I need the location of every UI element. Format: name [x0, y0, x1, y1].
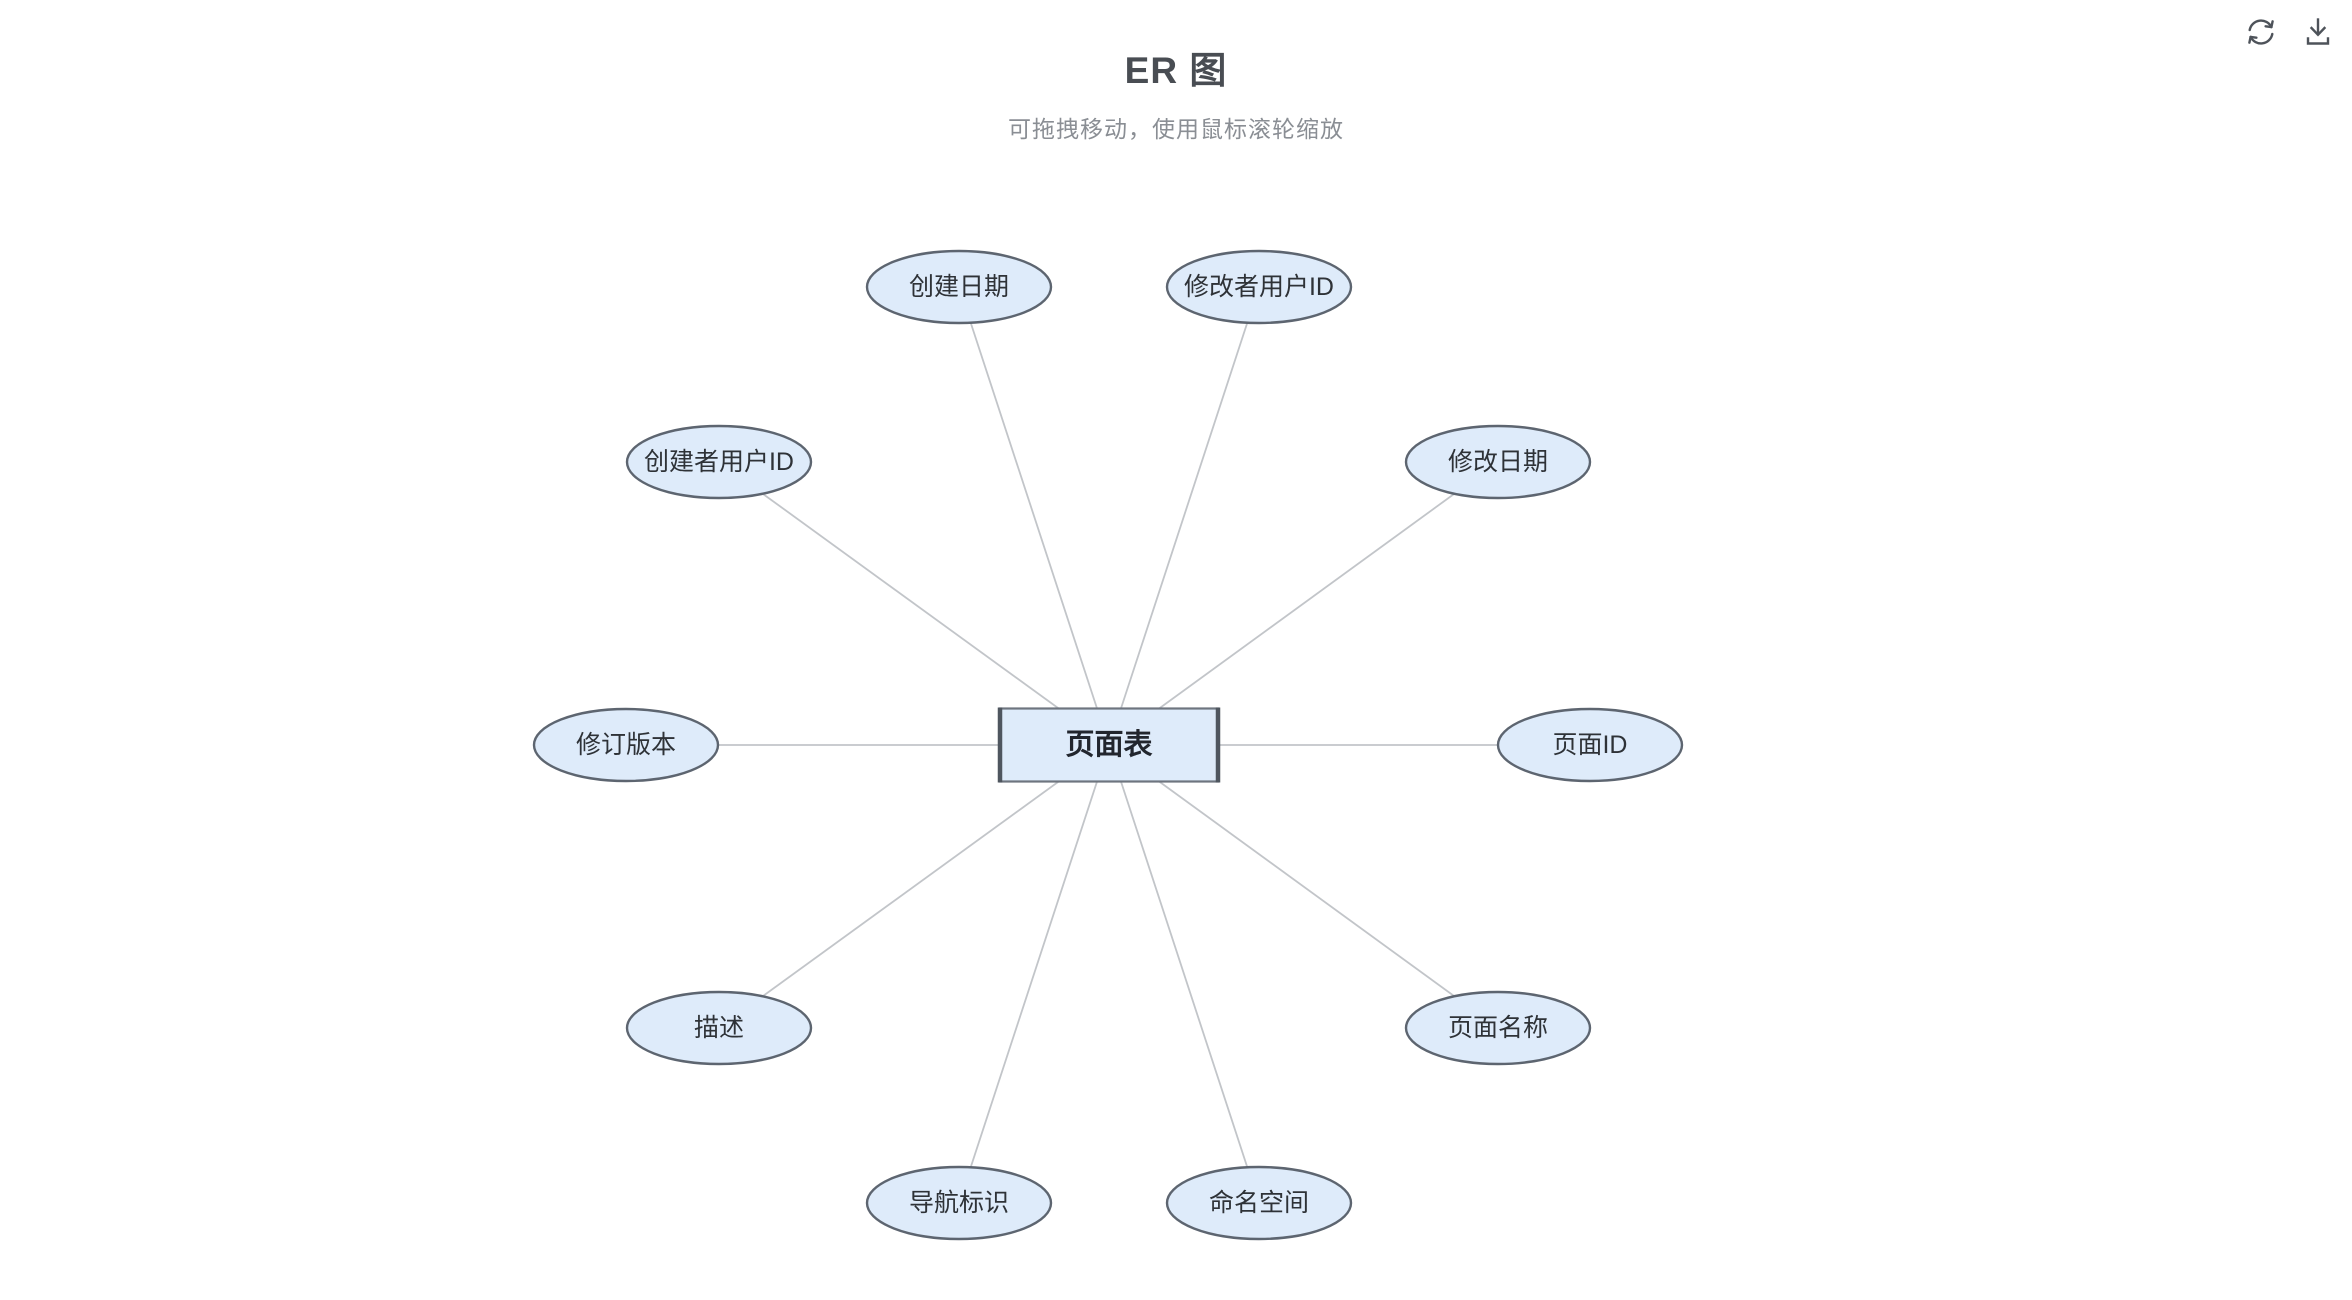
er-edge	[1108, 461, 1499, 746]
er-edge	[1108, 744, 1499, 1029]
er-edge	[1108, 286, 1260, 746]
er-attribute-label: 描述	[694, 1014, 744, 1042]
er-attribute-node[interactable]: 描述	[625, 990, 813, 1066]
er-edge	[958, 286, 1110, 746]
er-attribute-node[interactable]: 页面名称	[1404, 990, 1592, 1066]
er-attribute-label: 修改者用户ID	[1184, 273, 1334, 301]
er-attribute-label: 命名空间	[1209, 1189, 1309, 1217]
er-attribute-ellipse[interactable]	[865, 249, 1053, 325]
er-attribute-label: 页面ID	[1552, 731, 1627, 759]
er-edge	[718, 744, 1110, 1029]
er-edge	[1108, 744, 1260, 1204]
refresh-button[interactable]	[2241, 12, 2281, 52]
er-entity-node[interactable]: 页面表	[997, 707, 1221, 783]
er-attribute-label: 修改日期	[1448, 448, 1548, 476]
er-attribute-ellipse[interactable]	[625, 424, 813, 500]
er-attribute-ellipse[interactable]	[1404, 990, 1592, 1066]
er-attribute-label: 创建者用户ID	[644, 448, 794, 476]
er-attribute-ellipse[interactable]	[1496, 707, 1684, 783]
er-attribute-ellipse[interactable]	[1165, 1165, 1353, 1241]
download-button[interactable]	[2298, 12, 2338, 52]
er-attribute-node[interactable]: 修改日期	[1404, 424, 1592, 500]
download-icon	[2306, 18, 2330, 45]
er-attribute-ellipse[interactable]	[865, 1165, 1053, 1241]
er-attribute-label: 导航标识	[909, 1189, 1009, 1217]
er-attribute-label: 创建日期	[909, 273, 1009, 301]
er-attribute-ellipse[interactable]	[1165, 249, 1353, 325]
er-edge	[958, 744, 1110, 1204]
er-attribute-ellipse[interactable]	[532, 707, 720, 783]
er-entity-label: 页面表	[1065, 728, 1152, 761]
er-attribute-node[interactable]: 导航标识	[865, 1165, 1053, 1241]
er-attribute-node[interactable]: 创建日期	[865, 249, 1053, 325]
er-attribute-node[interactable]: 页面ID	[1496, 707, 1684, 783]
er-attribute-node[interactable]: 修改者用户ID	[1165, 249, 1353, 325]
er-entity-box[interactable]	[998, 707, 1220, 783]
er-attribute-ellipse[interactable]	[1404, 424, 1592, 500]
er-attribute-label: 页面名称	[1448, 1014, 1548, 1042]
refresh-icon	[2248, 19, 2274, 45]
er-edge	[718, 461, 1110, 746]
er-attribute-node[interactable]: 创建者用户ID	[625, 424, 813, 500]
er-attribute-node[interactable]: 命名空间	[1165, 1165, 1353, 1241]
er-attribute-label: 修订版本	[576, 731, 676, 759]
er-attribute-node[interactable]: 修订版本	[532, 707, 720, 783]
er-attribute-ellipse[interactable]	[625, 990, 813, 1066]
toolbar	[2241, 12, 2338, 52]
